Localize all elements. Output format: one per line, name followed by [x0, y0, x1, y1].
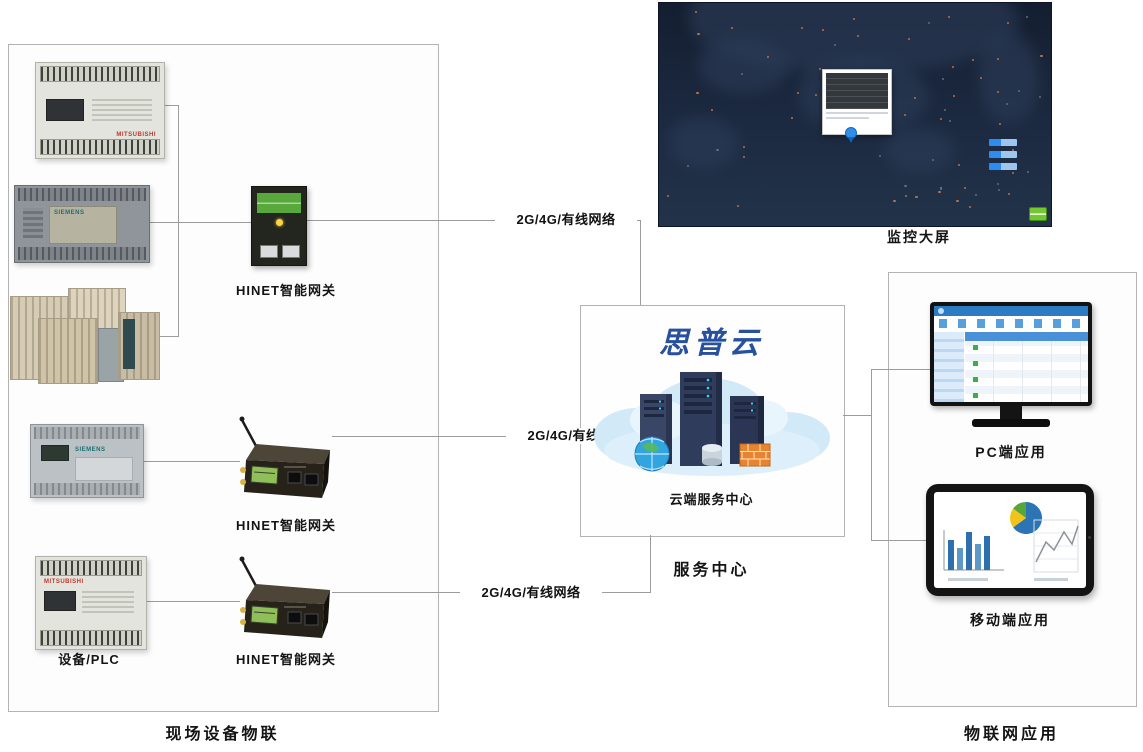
hinet-gateway-1	[251, 186, 307, 266]
connector-line	[871, 369, 872, 541]
connector-line	[305, 220, 641, 221]
dashboard-body	[934, 332, 1088, 402]
monitor-screen-map	[658, 2, 1052, 227]
map-landmass	[699, 38, 789, 93]
cloud-caption: 云端服务中心	[669, 492, 754, 507]
vintage-module	[118, 312, 160, 380]
server-towers	[640, 372, 764, 466]
field-section-label: 现场设备物联	[165, 726, 280, 743]
connector-line	[143, 601, 240, 602]
firewall-icon	[739, 443, 771, 467]
tablet-screen	[934, 492, 1086, 588]
gateway-graphic	[239, 556, 330, 638]
map-pin-icon	[845, 127, 857, 143]
tablet-camera-dot	[1088, 536, 1091, 539]
connector-line	[156, 336, 179, 337]
cloud-title: 思普云	[659, 326, 764, 361]
mobile-app-label: 移动端应用	[970, 612, 1050, 628]
monitor-stand-base	[972, 419, 1050, 427]
gateway-graphic	[239, 416, 330, 498]
map-green-icon	[1029, 207, 1047, 221]
connector-line	[160, 105, 179, 106]
hinet-gateway-3	[236, 556, 336, 652]
monitor-screen-label: 监控大屏	[887, 229, 951, 245]
ethernet-port	[260, 245, 278, 258]
terminal-strip	[40, 560, 142, 576]
gateway-label-plate	[257, 193, 301, 213]
dashboard-table	[965, 332, 1088, 402]
connector-line	[640, 220, 641, 305]
terminal-strip	[40, 139, 160, 155]
brand-label: MITSUBISHI	[44, 579, 84, 585]
connector-line	[332, 436, 580, 437]
popup-text-line	[826, 112, 888, 114]
popup-text-line	[826, 117, 870, 119]
plc-vintage-group	[10, 288, 160, 386]
connector-line	[140, 461, 240, 462]
pc-monitor	[930, 302, 1092, 406]
terminal-strip	[34, 427, 140, 439]
database-icon	[702, 444, 722, 466]
terminal-strip	[34, 483, 140, 495]
display	[41, 445, 69, 461]
plc-mitsubishi-top: MITSUBISHI	[35, 62, 165, 159]
gateway-label-1: HINET智能网关	[235, 283, 336, 298]
status-dots	[973, 343, 978, 398]
led-window	[46, 99, 84, 121]
tablet-charts	[943, 501, 1079, 581]
map-landmass	[979, 33, 1039, 123]
vents	[82, 591, 134, 613]
apps-section-label: 物联网应用	[963, 726, 1059, 743]
terminal-strip	[18, 188, 146, 201]
led-window	[44, 591, 76, 611]
vents	[92, 97, 152, 121]
dashboard-header-bar	[934, 306, 1088, 316]
pc-app-label: PC端应用	[975, 444, 1047, 460]
terminal-strip	[40, 66, 160, 82]
map-landmass	[884, 128, 954, 173]
network-label-1: 2G/4G/有线网络	[495, 212, 637, 228]
table-header	[965, 332, 1088, 341]
terminal-strip	[18, 247, 146, 260]
globe-icon	[634, 436, 670, 472]
led-block	[23, 208, 43, 238]
network-label-3: 2G/4G/有线网络	[460, 585, 602, 601]
front-panel: SIEMENS	[49, 206, 117, 244]
status-led	[276, 219, 283, 226]
dashboard-sidebar	[934, 332, 964, 402]
tablet-device	[926, 484, 1094, 596]
terminal-strip	[40, 630, 142, 646]
device-plc-label: 设备/PLC	[58, 652, 120, 667]
plc-siemens-top: SIEMENS	[14, 185, 150, 263]
connector-line	[146, 222, 251, 223]
ethernet-port	[282, 245, 300, 258]
connector-line	[872, 369, 930, 370]
vintage-module	[38, 318, 98, 384]
module-stripe	[123, 319, 135, 369]
map-landmass	[669, 118, 739, 168]
connector-line	[872, 540, 928, 541]
map-popup-card	[822, 69, 892, 135]
hinet-gateway-2	[236, 416, 336, 512]
connector-line	[650, 535, 651, 593]
dashboard-icon-row	[939, 319, 1083, 328]
pc-dashboard-screen	[934, 306, 1088, 402]
service-center-label: 服务中心	[673, 562, 750, 579]
brand-label: SIEMENS	[54, 210, 85, 216]
plc-mitsubishi-device: MITSUBISHI	[35, 556, 147, 650]
gateway-label-3: HINET智能网关	[235, 652, 336, 667]
connector-line	[843, 415, 872, 416]
monitor-stand-neck	[1000, 406, 1022, 419]
cloud-servers-graphic	[594, 372, 830, 476]
connector-line	[178, 105, 179, 337]
plc-siemens-bottom: SIEMENS	[30, 424, 144, 498]
gateway-photo	[826, 73, 888, 109]
gateway-label-2: HINET智能网关	[235, 518, 336, 533]
brand-label: MITSUBISHI	[116, 132, 156, 138]
app-logo	[938, 308, 944, 314]
brand-label: SIEMENS	[75, 447, 106, 453]
front-panel	[75, 457, 133, 481]
table-columns	[965, 341, 1088, 402]
